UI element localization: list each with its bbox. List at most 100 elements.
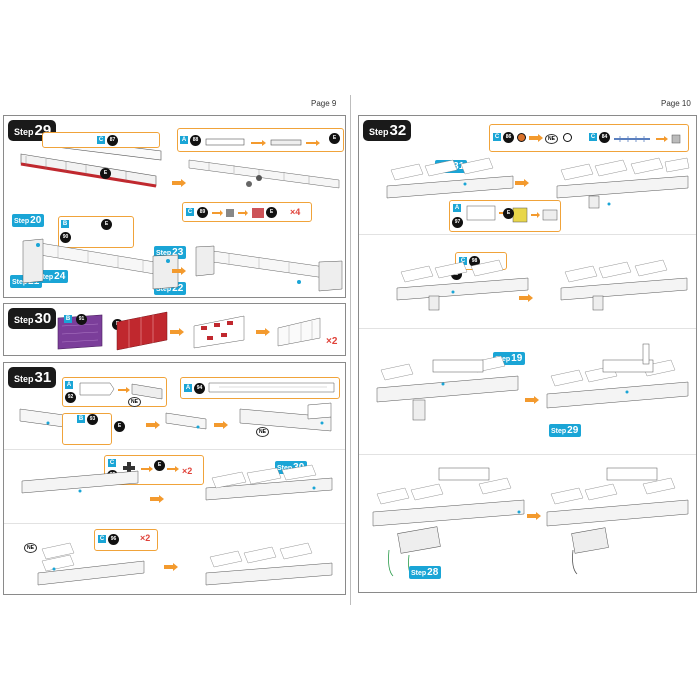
ne-label-2: NE bbox=[256, 427, 269, 437]
truss-with-panels-31c bbox=[37, 542, 145, 586]
step-32-separator-2 bbox=[359, 328, 696, 329]
c-ref-tag-31: C bbox=[108, 459, 116, 467]
arrow-right-icon-3 bbox=[170, 328, 184, 336]
multiplier-x4: ×4 bbox=[290, 207, 301, 217]
a-ref-tag-31b: A bbox=[184, 384, 192, 392]
truss-assembly-b bbox=[188, 159, 340, 189]
truss-segment-31b bbox=[165, 412, 207, 430]
b-ref-tag-30: B bbox=[64, 315, 72, 323]
arrow-right-icon-13 bbox=[527, 512, 541, 520]
station-module-32b bbox=[556, 157, 690, 209]
part-97-circle: 97 bbox=[452, 217, 463, 228]
truss-with-panels-31a bbox=[21, 470, 139, 494]
step-32-separator-3 bbox=[359, 454, 696, 455]
a-ref-tag-31: A bbox=[65, 381, 73, 389]
part-98-circle: 98 bbox=[469, 256, 480, 267]
e-ref-circle-31b: E bbox=[154, 460, 165, 471]
a-ref-tag-32: A bbox=[453, 204, 461, 212]
e-ref-circle-2: E bbox=[329, 133, 340, 144]
truss-frame-left bbox=[22, 238, 179, 290]
e-ref-circle-32: E bbox=[503, 208, 514, 219]
bracket-92 bbox=[79, 382, 163, 400]
station-core-32e bbox=[376, 355, 519, 421]
truss-with-panels-31d bbox=[205, 542, 333, 586]
e-ref-circle-4: E bbox=[101, 219, 112, 230]
gear-part-ring bbox=[563, 133, 572, 142]
truss-segment-31a bbox=[19, 408, 65, 428]
bracket-part bbox=[205, 138, 320, 146]
callout-part-90 bbox=[58, 216, 134, 248]
e-ref-circle-31: E bbox=[114, 421, 125, 432]
part-87-circle: 87 bbox=[107, 135, 118, 146]
arrow-right-icon-5 bbox=[146, 421, 160, 429]
arrow-right-icon-2 bbox=[172, 267, 186, 275]
arrow-right-icon-11 bbox=[519, 294, 533, 302]
e-ref-circle-3: E bbox=[266, 207, 277, 218]
step-31-separator-2 bbox=[4, 523, 345, 524]
part-94-circle: 94 bbox=[194, 383, 205, 394]
station-core-32f bbox=[546, 343, 689, 409]
truss-segment-31c bbox=[239, 402, 332, 432]
arrow-right-icon bbox=[172, 179, 186, 187]
arrow-right-icon-6 bbox=[214, 421, 228, 429]
ne-label-3: NE bbox=[24, 543, 37, 553]
cross-part bbox=[212, 208, 264, 218]
b-ref-tag-31: B bbox=[77, 415, 85, 423]
part-92-circle: 92 bbox=[65, 392, 76, 403]
c-ref-tag-32c: C bbox=[459, 257, 467, 265]
a-ref-tag: A bbox=[180, 136, 188, 144]
step-32-separator-1 bbox=[359, 234, 696, 235]
c-ref-tag: C bbox=[97, 136, 105, 144]
solar-array-finished bbox=[277, 317, 321, 347]
station-complete-32g bbox=[372, 467, 525, 579]
page-label-right: Page 10 bbox=[661, 99, 691, 108]
e-ref-circle: E bbox=[100, 168, 111, 179]
solar-array-folded bbox=[193, 315, 245, 349]
arrow-right-icon-4 bbox=[256, 328, 270, 336]
truss-assembly bbox=[20, 137, 162, 188]
part-89-circle: 89 bbox=[197, 207, 208, 218]
c-ref-tag-2: C bbox=[186, 208, 194, 216]
purple-panel-part bbox=[57, 314, 103, 350]
part-88-circle: 88 bbox=[190, 135, 201, 146]
ne-label: NE bbox=[128, 397, 141, 407]
part-90-circle: 90 bbox=[60, 232, 71, 243]
truss-with-panels-31b bbox=[205, 464, 333, 501]
page-divider bbox=[350, 95, 351, 605]
multiplier-x2-31b: ×2 bbox=[140, 533, 151, 543]
orange-part-ring bbox=[517, 133, 526, 142]
arrow-right-icon-10 bbox=[515, 179, 529, 187]
multiplier-x2-31a: ×2 bbox=[182, 466, 193, 476]
ne-label-32: NE bbox=[545, 134, 558, 144]
multiplier-x2-30: ×2 bbox=[326, 336, 338, 347]
part-86-circle: 86 bbox=[503, 132, 514, 143]
c-ref-tag-31b: C bbox=[98, 535, 106, 543]
arrow-right-icon-9 bbox=[529, 134, 543, 142]
cross-part-95 bbox=[123, 462, 179, 474]
c-ref-tag-32: C bbox=[493, 133, 501, 141]
rod-part-84 bbox=[614, 134, 681, 144]
part-96-circle: 96 bbox=[108, 534, 119, 545]
red-solar-panel bbox=[116, 311, 168, 351]
station-module-32a bbox=[386, 157, 514, 199]
station-module-32d bbox=[560, 259, 688, 311]
part-84-circle: 84 bbox=[599, 132, 610, 143]
part-91-circle: 91 bbox=[76, 314, 87, 325]
station-complete-32h bbox=[546, 467, 689, 575]
callout-part-88 bbox=[177, 128, 344, 152]
b-ref-tag: B bbox=[61, 220, 69, 228]
arrow-right-icon-12 bbox=[525, 396, 539, 404]
station-module-32c bbox=[396, 259, 529, 311]
page-label-left: Page 9 bbox=[311, 99, 337, 108]
step-31-separator-1 bbox=[4, 449, 345, 450]
